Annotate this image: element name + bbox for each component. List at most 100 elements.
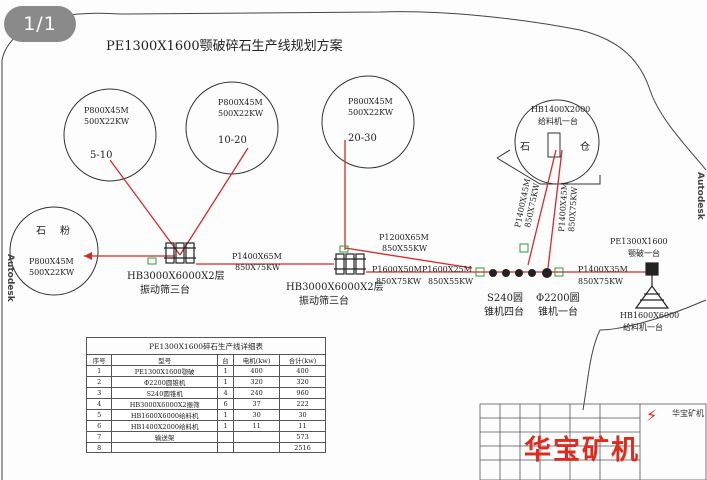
jaw-crusher (634, 262, 670, 309)
table-cell: 37 (233, 398, 281, 410)
table-header: 型号 (111, 354, 218, 366)
table-cell: 960 (279, 387, 326, 399)
screen-group-1 (164, 242, 196, 264)
table-cell: 6 (85, 420, 113, 432)
jaw-spec: PE1300X1600 (610, 237, 668, 246)
cone-s240-spec: S240圆 (487, 292, 523, 304)
page-title: PE1300X1600颚破碎石生产线规划方案 (106, 38, 343, 54)
cone-2200-desc: 锥机一台 (538, 305, 578, 318)
table-cell: 7 (85, 431, 113, 443)
silo-feeder (547, 132, 561, 158)
table-header: 台 (216, 354, 235, 366)
table-cell: 8 (85, 441, 113, 454)
feeder-desc: 给料机一台 (623, 322, 663, 332)
conveyor-7-power: 850X75KW (567, 186, 579, 232)
table-cell: 2 (85, 376, 113, 388)
table-cell: 11 (233, 420, 281, 432)
stockpile-powder-power: 500X22KW (29, 268, 75, 277)
table-cell (233, 441, 281, 454)
conveyor-4-power: 850X55KW (428, 277, 474, 286)
table-cell (111, 441, 218, 454)
brand-watermark: 华宝矿机 (524, 435, 640, 466)
cone-crushers (489, 268, 552, 278)
stockpile-1-size: 5-10 (90, 150, 112, 161)
table-cell: 3 (85, 387, 113, 399)
jaw-desc: 颚破一台 (628, 248, 660, 258)
table-cell: 11 (279, 420, 326, 432)
silo-label-left: 石 (520, 142, 530, 153)
stockpile-3-spec: P800X45M (348, 97, 393, 106)
side-text-left: Autodesk (5, 254, 15, 303)
conveyor-2-spec: P1200X65M (379, 233, 429, 242)
table-cell: 输送架 (111, 431, 218, 443)
table-cell (233, 431, 281, 443)
screen-1-desc: 振动筛三台 (140, 283, 190, 296)
screen-2-desc: 振动筛三台 (299, 294, 349, 307)
silo-structure (496, 149, 601, 185)
stockpile-2-size: 10-20 (218, 135, 247, 146)
stockpile-powder-label-left: 石 (36, 226, 46, 237)
table-cell: 573 (279, 431, 326, 443)
brand-logo-icon: ⚡ (646, 406, 658, 425)
table-cell: 2516 (279, 441, 326, 454)
table-cell: 30 (233, 409, 281, 421)
stockpile-3-power: 500X22KW (348, 108, 394, 117)
stockpile-powder (9, 206, 99, 296)
table-cell: 5 (85, 409, 113, 421)
table-cell: 400 (279, 365, 326, 377)
cone-2200-spec: Φ2200圆 (536, 292, 580, 304)
stockpile-powder-spec: P800X45M (29, 257, 74, 266)
conveyor-4-spec: P1600X25M (422, 265, 472, 274)
table-cell: 1 (85, 365, 113, 377)
stockpile-3 (321, 75, 415, 169)
table-header: 序号 (85, 354, 113, 366)
page-indicator[interactable]: 1/1 (4, 6, 76, 42)
conveyor-2-power: 850X55KW (382, 244, 428, 253)
conveyor-arrow-powder (84, 252, 92, 260)
stockpile-1 (63, 88, 157, 182)
table-cell: 30 (279, 409, 326, 421)
table-cell: 320 (279, 376, 326, 388)
stockpile-powder-label-right: 粉 (60, 224, 70, 237)
stockpile-1-spec: P800X45M (84, 106, 129, 115)
table-cell: 400 (233, 365, 281, 377)
table-cell: 320 (233, 376, 281, 388)
table-cell: HB1400X2000给料机 (111, 420, 218, 432)
site-boundary-right (582, 299, 707, 411)
table-header: 电机(kw) (233, 354, 281, 366)
screen-group-2 (334, 253, 366, 275)
table-cell (216, 441, 235, 454)
table-cell: PE1300X1600颚破 (111, 365, 218, 377)
conveyor-5-spec: P1400X35M (578, 265, 628, 274)
conveyor-5-power: 850X75KW (578, 277, 624, 286)
table-header-row: 序号 型号 台 电机(kw) 合计(kw) (85, 354, 326, 366)
table-cell: 240 (233, 387, 281, 399)
table-cell: 1 (216, 376, 235, 388)
table-cell: 4 (216, 387, 235, 399)
conveyor-3-power: 850X75KW (376, 277, 422, 286)
silo-desc: 给料机一台 (538, 116, 578, 126)
stockpile-3-size: 20-30 (348, 133, 377, 144)
table-cell: 6 (216, 398, 235, 410)
stockpile-2-spec: P800X45M (218, 98, 263, 107)
silo-spec: HB1400X2000 (531, 105, 590, 114)
conveyor-1-power: 850X75KW (235, 263, 281, 272)
table-cell: HB1600X6000给料机 (111, 409, 218, 421)
conveyor-1-spec: P1400X65M (232, 252, 282, 261)
title-block (479, 403, 707, 480)
screen-2-spec: HB3000X6000X2层 (286, 281, 384, 293)
table-cell (216, 431, 235, 443)
equipment-table: PE1300X1600碎石生产线详细表 序号 型号 台 电机(kw) 合计(kw… (85, 337, 326, 454)
equipment-table-caption: PE1300X1600碎石生产线详细表 (86, 337, 326, 354)
side-text-right: Autodesk (695, 172, 705, 221)
stockpile-1-power: 500X22KW (84, 117, 130, 126)
